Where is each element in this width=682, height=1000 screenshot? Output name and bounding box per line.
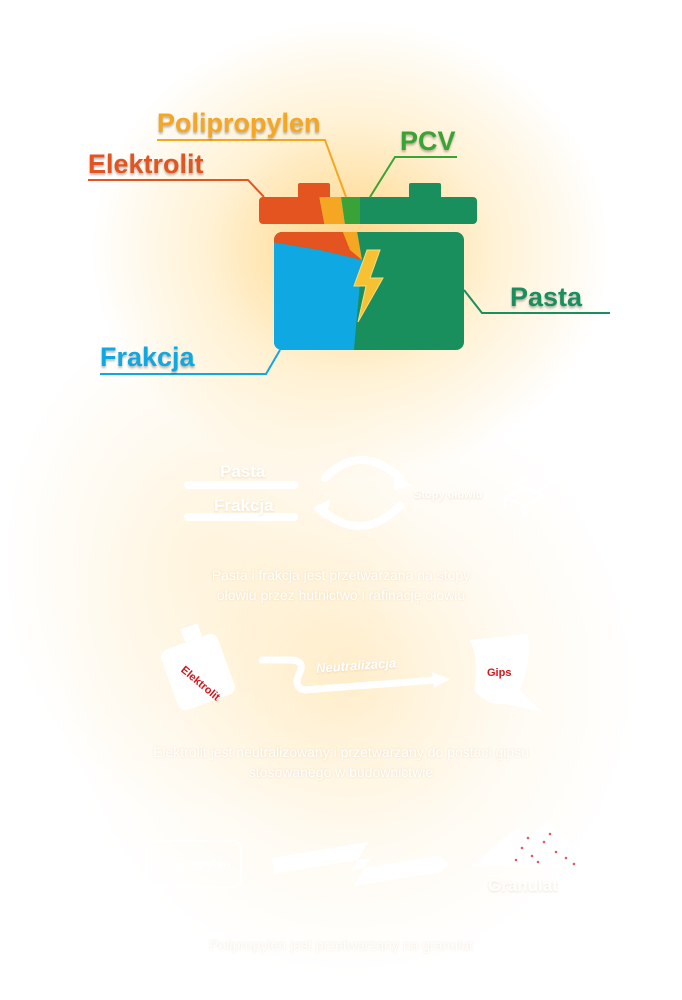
polipropylen-leader-line (157, 139, 347, 198)
canister-icon (161, 633, 235, 711)
recycle-arrowhead-top (393, 470, 412, 490)
gips-sack-icon (470, 634, 542, 712)
polipropylen-pill-label: Polipropylen (157, 857, 231, 871)
left-terminal (298, 183, 330, 199)
pasta-label: Pasta (510, 282, 583, 312)
neutralizacja-arrowhead (432, 672, 450, 688)
section2-graphic (161, 623, 542, 712)
lid-polipropylen-segment (318, 197, 346, 224)
elektrolit-label: Elektrolit (88, 149, 204, 179)
granulat-pile-icon (472, 822, 590, 866)
elektrolit-leader-line (88, 179, 265, 198)
polipropylen-pill: Polipropylen (146, 840, 242, 888)
section3-description-line1: Polipropylen jest przetwarzany na granul… (209, 937, 473, 953)
lightning-bolt-icon (353, 249, 384, 323)
recycle-arrowhead-bottom (312, 500, 330, 520)
section1-frakcja-label: Frakcja (214, 496, 274, 515)
canister-cap (180, 623, 202, 643)
recycle-arrow-top (321, 456, 404, 482)
pcv-label: PCV (400, 126, 456, 156)
gips-label: Gips (487, 667, 512, 679)
section1-output-label: Stopy ołowiu (414, 489, 483, 501)
right-terminal (409, 183, 441, 199)
body-frakcja-segment (274, 240, 362, 350)
frakcja-label: Frakcja (100, 342, 195, 372)
section3-graphic (272, 822, 590, 886)
body-elektrolit-segment (274, 232, 362, 260)
granulat-dots (514, 832, 576, 866)
polipropylen-label: Polipropylen (157, 108, 321, 138)
section1-description-line2: ołowiu przez hutnictwo i rafinację ołowi… (216, 587, 466, 603)
zigzag-arrow (272, 842, 450, 886)
recycle-arrow-bottom (316, 502, 404, 530)
section1-graphic (184, 456, 555, 530)
battery-lid (259, 197, 477, 224)
lid-elektrolit-segment (259, 197, 326, 224)
granulat-label: Granulat (488, 876, 558, 895)
section2-description-line1: Elektrolit jest neutralizowany i przetwa… (153, 744, 529, 760)
section1-pasta-label: Pasta (220, 462, 266, 481)
lid-pcv-segment (340, 197, 360, 224)
frakcja-leader-line (100, 349, 281, 375)
pasta-leader-line (463, 289, 610, 314)
section2-description-line2: stosowanego w budownictwie (248, 764, 434, 780)
pcv-leader-line (369, 156, 457, 198)
body-polipropylen-segment (340, 232, 362, 260)
section1-description-line1: Pasta i frakcja jest przetwarzana na sto… (211, 567, 471, 583)
ingot-icon (503, 472, 555, 516)
lid-pasta-segment (360, 197, 477, 224)
neutralizacja-pipe (258, 656, 440, 694)
